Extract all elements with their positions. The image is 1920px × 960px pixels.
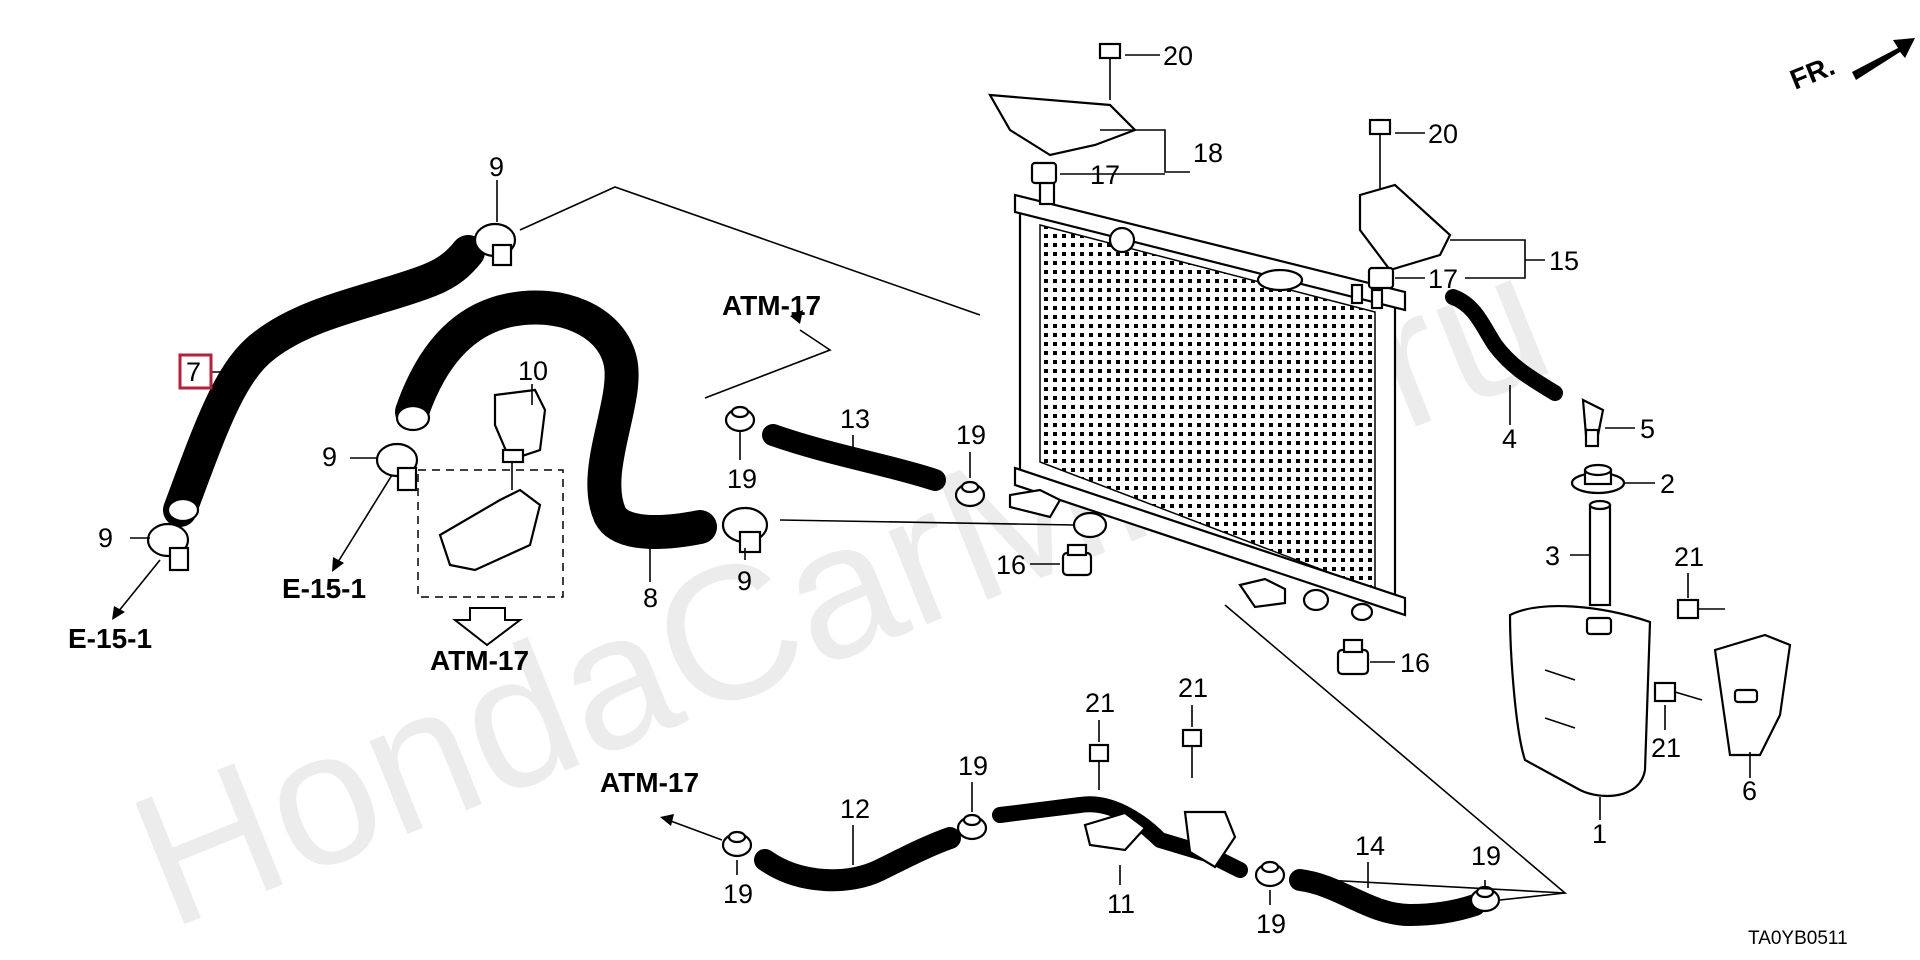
callout-9-top[interactable]: 9	[489, 152, 504, 182]
callout-7[interactable]: 7	[186, 357, 201, 387]
callout-15[interactable]: 15	[1549, 246, 1579, 276]
water-hose-12[interactable]	[754, 827, 961, 892]
hose-clamp-9-left[interactable]	[146, 522, 190, 572]
callout-9-left[interactable]: 9	[98, 523, 113, 553]
callout-17-right[interactable]: 17	[1428, 264, 1458, 294]
hose-clip-19-bottom-left[interactable]	[721, 830, 753, 858]
callout-5[interactable]: 5	[1640, 414, 1655, 444]
callout-8[interactable]: 8	[643, 583, 658, 613]
callout-10[interactable]: 10	[518, 356, 548, 386]
callout-14[interactable]: 14	[1355, 831, 1385, 861]
hose-clip-19-bottom-right-a[interactable]	[1254, 860, 1286, 888]
hose-clip-19-bottom-mid[interactable]	[956, 813, 988, 841]
atm-bracket	[438, 488, 542, 572]
upper-cushion-17-left[interactable]	[1030, 161, 1058, 185]
callout-20-top[interactable]: 20	[1163, 41, 1193, 71]
joint-5[interactable]	[1581, 398, 1605, 448]
tank-pipe-3[interactable]	[1588, 499, 1612, 607]
callout-9-lower[interactable]: 9	[737, 566, 752, 596]
reference-atm-17-top[interactable]: ATM-17	[722, 290, 821, 321]
callout-21-tank-lower[interactable]: 21	[1651, 733, 1681, 763]
bolt-21-tank-lower[interactable]	[1653, 681, 1703, 703]
reference-atm-17-dashed[interactable]: ATM-17	[430, 645, 529, 676]
bolt-21-pipe-left[interactable]	[1088, 743, 1110, 790]
callout-17-top[interactable]: 17	[1090, 160, 1120, 190]
hose-clip-19-upper[interactable]	[724, 405, 756, 433]
reference-e-15-1-mid[interactable]: E-15-1	[282, 573, 366, 604]
front-label: FR.	[1786, 50, 1839, 96]
callout-16-left[interactable]: 16	[996, 550, 1026, 580]
hose-clamp-9-lower[interactable]	[721, 506, 769, 554]
hose-clip-19-mid[interactable]	[954, 480, 986, 508]
overflow-hose-4[interactable]	[1445, 289, 1563, 401]
water-hose-14[interactable]	[1289, 869, 1486, 926]
callout-12[interactable]: 12	[840, 794, 870, 824]
reserve-tank-1[interactable]	[1508, 605, 1652, 798]
diagram-code: TA0YB0511	[1748, 928, 1848, 949]
hose-clamp-9-top[interactable]	[473, 222, 517, 267]
radiator[interactable]	[1008, 180, 1407, 622]
callout-9-mid[interactable]: 9	[322, 442, 337, 472]
callout-6[interactable]: 6	[1742, 776, 1757, 806]
callout-4[interactable]: 4	[1502, 424, 1517, 454]
tank-stay-6[interactable]	[1713, 633, 1792, 757]
highlight-box	[178, 353, 213, 390]
callout-1[interactable]: 1	[1592, 819, 1607, 849]
reserve-tank-cap-2[interactable]	[1570, 463, 1626, 495]
callout-19-upper[interactable]: 19	[727, 464, 757, 494]
reference-e-15-1-left[interactable]: E-15-1	[68, 623, 152, 654]
callout-19-mid[interactable]: 19	[956, 420, 986, 450]
upper-bracket-15[interactable]	[1358, 118, 1452, 272]
callout-21-pipe-left[interactable]: 21	[1085, 688, 1115, 718]
callout-16-right[interactable]: 16	[1400, 648, 1430, 678]
hose-13[interactable]	[762, 424, 946, 491]
leader-lines	[112, 54, 1751, 905]
upper-bracket-18[interactable]	[988, 42, 1137, 157]
hose-clip-10[interactable]	[493, 388, 547, 464]
hose-clamp-9-mid[interactable]	[375, 442, 419, 492]
reference-atm-17-bottom[interactable]: ATM-17	[600, 767, 699, 798]
callout-20-right[interactable]: 20	[1428, 119, 1458, 149]
callout-2[interactable]: 2	[1660, 469, 1675, 499]
callout-3[interactable]: 3	[1545, 541, 1560, 571]
callout-21-pipe-right[interactable]: 21	[1178, 673, 1208, 703]
callout-11[interactable]: 11	[1107, 889, 1135, 919]
callout-19-bottom-mid[interactable]: 19	[958, 751, 988, 781]
detail-box	[417, 469, 564, 598]
water-pipe-11[interactable]	[992, 796, 1248, 878]
lower-cushion-16-left[interactable]	[1061, 543, 1093, 577]
upper-cushion-17-right[interactable]	[1367, 266, 1395, 290]
callout-21-tank-upper[interactable]: 21	[1674, 542, 1704, 572]
lower-cushion-16-right[interactable]	[1336, 638, 1370, 676]
front-arrow-icon	[1852, 38, 1915, 80]
callout-18[interactable]: 18	[1193, 138, 1223, 168]
bolt-21-pipe-right[interactable]	[1181, 728, 1203, 778]
lower-radiator-hose-8[interactable]	[395, 290, 717, 549]
callout-13[interactable]: 13	[840, 404, 870, 434]
callout-19-bottom-left[interactable]: 19	[723, 879, 753, 909]
hose-clip-19-bottom-right-b[interactable]	[1469, 885, 1501, 913]
callout-19-bottom-right-a[interactable]: 19	[1256, 909, 1286, 939]
bolt-21-tank-upper[interactable]	[1676, 598, 1725, 620]
reference-arrow-icon	[452, 607, 523, 647]
callout-19-bottom-right-b[interactable]: 19	[1471, 841, 1501, 871]
upper-radiator-hose-7[interactable]	[163, 235, 485, 527]
